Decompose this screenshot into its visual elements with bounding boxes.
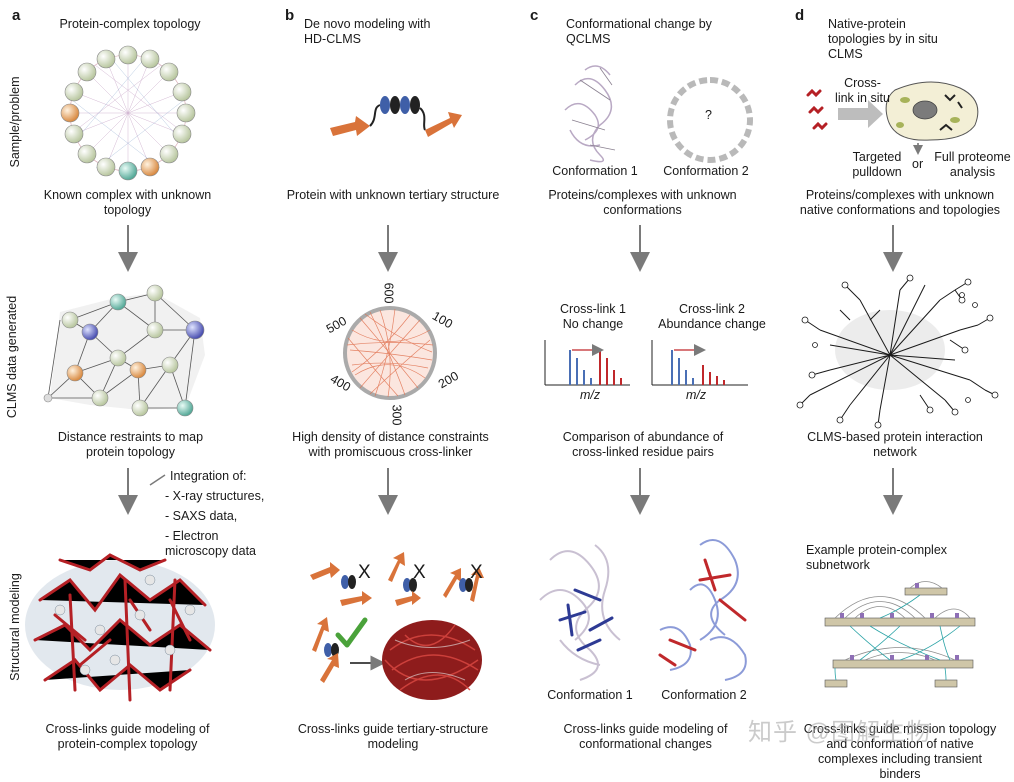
in-situ-crosslinking-illustration [806,81,979,155]
row3-conformation-1-label: Conformation 1 [547,688,633,702]
integration-title: Integration of: [170,469,247,483]
circle-label-600: 600 [381,282,396,304]
protein-interaction-network [796,274,999,429]
candidate-models [310,552,484,700]
panel-d-title: Native-protein topologies by in situ CLM… [828,17,938,61]
panel-d-row3-caption: Cross-links guide mission topology and c… [803,722,997,781]
hd-clms-circle-plot [343,306,437,400]
conformation-1-structure [564,65,616,163]
panel-a-row1-caption: Known complex with unknown topology [43,188,212,217]
panel-b-row2-caption: High density of distance constraints wit… [292,430,489,459]
complex-ring-illustration [60,45,196,181]
integration-item-em: - Electron microscopy data [165,529,257,558]
integration-item-xray: - X-ray structures, [165,489,265,503]
unknown-tertiary-structure-cartoon [330,96,462,137]
panel-a-row3-caption: Cross-links guide modeling of protein-co… [45,722,210,751]
protein-complex-subnetwork [824,581,976,688]
panel-c-conformation-1-label: Conformation 1 [552,164,638,178]
reject-mark-2: X [413,562,426,583]
subnetwork-label: Example protein-complex subnetwork [806,543,948,572]
row3-conformation-2-label: Conformation 2 [661,688,747,702]
crosslink-2-label: Cross-link 2 [679,302,745,316]
circle-label-300: 300 [389,404,404,426]
targeted-pulldown-label: Targeted pulldown [852,150,902,179]
conformation-2-unknown [667,77,753,163]
panel-b-row1-caption: Protein with unknown tertiary structure [286,188,500,202]
full-proteome-label: Full proteome analysis [934,150,1011,179]
panel-letter-d: d [795,7,805,24]
in-situ-crosslink-label: Cross-link in situ [835,76,890,105]
tertiary-structure-ensemble [382,620,482,700]
panel-c-row3-caption: Cross-links guide modeling of conformati… [563,722,728,751]
panel-c-title: Conformational change by QCLMS [566,17,712,46]
or-label: or [912,157,924,171]
panel-letter-c: c [530,7,539,24]
spectrum-crosslink-1 [544,340,630,386]
row3-conformation-2-model [658,539,747,681]
panel-b-row3-caption: Cross-links guide tertiary-structure mod… [297,722,489,751]
distance-restraint-network [43,284,205,417]
axis-label-mz-2: m/z [686,388,707,402]
panel-c-row2-caption: Comparison of abundance of cross-linked … [562,430,724,459]
reject-mark-1: X [358,562,371,583]
integration-item-saxs: - SAXS data, [165,509,238,523]
panel-a-title: Protein-complex topology [59,17,201,31]
panel-d-row1-caption: Proteins/complexes with unknown native c… [799,188,1001,217]
crosslink-1-label: Cross-link 1 [560,302,626,316]
reject-mark-3: X [470,562,483,583]
spectrum-crosslink-2 [651,340,748,386]
panel-b-title: De novo modeling with HD-CLMS [304,17,431,46]
crosslink-1-sub: No change [562,317,624,331]
crosslink-2-sub: Abundance change [658,317,766,331]
panel-c-conformation-2-label: Conformation 2 [663,164,749,178]
unknown-conformation-mark: ? [705,108,712,122]
axis-label-mz-1: m/z [580,388,601,402]
panel-c-row1-caption: Proteins/complexes with unknown conforma… [548,188,737,217]
row3-conformation-1-model [539,544,621,681]
panel-a-row2-caption: Distance restraints to map protein topol… [57,430,204,459]
watermark: 知乎 @图解生物 [748,719,932,746]
panel-letter-a: a [12,7,21,24]
panel-letter-b: b [285,7,295,24]
panel-d-row2-caption: CLMS-based protein interaction network [807,430,983,459]
complex-topology-model [25,553,215,702]
